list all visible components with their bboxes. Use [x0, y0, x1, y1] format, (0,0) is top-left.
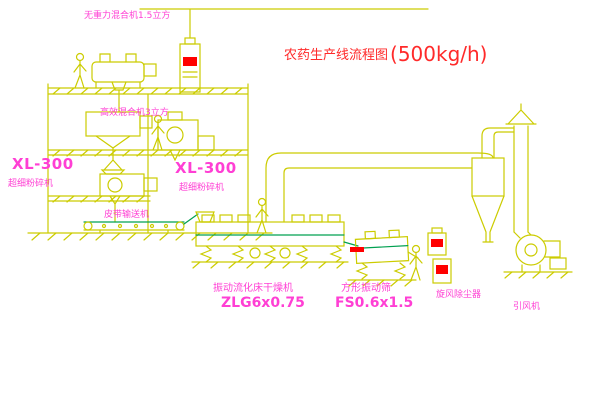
- title-capacity: (500kg/h): [390, 42, 488, 66]
- worker-figure: [409, 244, 423, 281]
- crane-beam: [139, 8, 429, 39]
- label-screen-model: FS0.6x1.5: [335, 295, 414, 311]
- belt-conveyor-drawing: [83, 213, 199, 234]
- label-screen-name: 方形振动筛: [341, 283, 391, 294]
- label-left-crusher-name: 超细粉碎机: [8, 179, 54, 189]
- draft-fan-drawing: [513, 231, 567, 273]
- gravity-mixer-drawing: [91, 53, 157, 113]
- label-dryer-name: 振动流化床干燥机: [213, 283, 293, 294]
- fluidbed-dryer-drawing: [195, 211, 359, 263]
- exhaust-duct-drawing: [265, 152, 494, 223]
- label-mid-crusher-model: XL-300: [175, 159, 237, 177]
- vibrating-screen-drawing: [350, 229, 419, 280]
- control-cabinets-right: [427, 227, 452, 284]
- worker-figure: [73, 52, 87, 89]
- mid-crusher-drawing: [157, 111, 215, 162]
- label-left-crusher-model: XL-300: [12, 155, 74, 173]
- label-cyclone: 旋风除尘器: [436, 290, 482, 300]
- label-mid-crusher-name: 超细粉碎机: [179, 183, 225, 193]
- label-fan: 引风机: [513, 302, 541, 312]
- building-structure: [47, 83, 249, 234]
- exhaust-stack-drawing: [505, 103, 537, 233]
- label-belt-conveyor: 皮带输送机: [104, 210, 150, 220]
- title-text: 农药生产线流程图: [284, 48, 389, 63]
- label-dryer-model: ZLG6x0.75: [221, 295, 305, 311]
- left-crusher-drawing: [99, 173, 158, 223]
- control-cabinet-top: [179, 37, 201, 93]
- cyclone-drawing: [471, 127, 515, 243]
- mid-mixer-drawing: [85, 111, 153, 175]
- label-gravity-mixer: 无重力混合机1.5立方: [84, 11, 171, 21]
- label-mid-mixer: 高效混合机3立方: [100, 108, 169, 118]
- drawing-title: 农药生产线流程图 (500kg/h): [284, 42, 488, 66]
